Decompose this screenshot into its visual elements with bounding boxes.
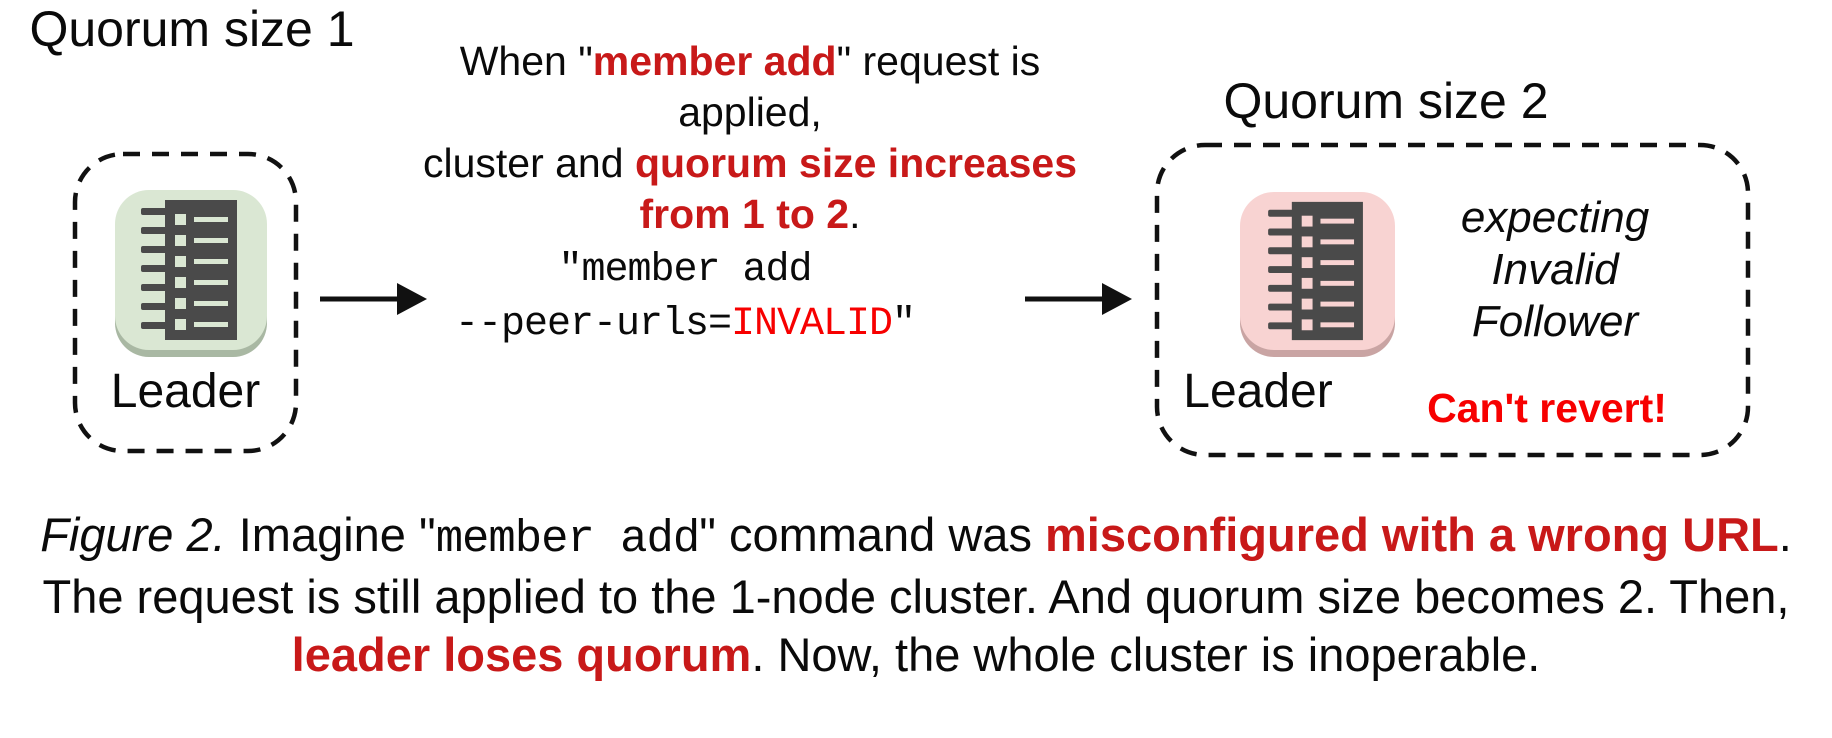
arrow-left-to-command-icon (320, 283, 427, 315)
left-cluster-dashed-box (72, 151, 299, 454)
annotation-text: cluster and (422, 140, 635, 186)
annotation-emphasis: from 1 to 2 (639, 191, 850, 237)
caption-line-3: leader loses quorum. Now, the whole clus… (0, 626, 1832, 684)
caption-text: . Now, the whole cluster is inoperable. (751, 628, 1541, 681)
leader-node-tile-green (115, 190, 267, 350)
caption-line-2: The request is still applied to the 1-no… (42, 570, 1790, 623)
cant-revert-warning: Can't revert! (1427, 385, 1667, 431)
right-cluster-dashed-box (1154, 142, 1751, 458)
expecting-line: Follower (1471, 297, 1639, 346)
leader-node-tile-pink (1240, 192, 1395, 350)
annotation-text: . (849, 191, 861, 237)
caption-text: " command was (699, 508, 1046, 561)
annotation-line-1: When "member add" request is applied, (390, 36, 1110, 138)
right-leader-label: Leader (1183, 365, 1333, 418)
annotation-text: When " (459, 38, 593, 84)
member-add-annotation: When "member add" request is applied, cl… (390, 36, 1110, 240)
command-text: " (892, 302, 916, 347)
annotation-line-2: cluster and quorum size increases (390, 138, 1110, 189)
caption-text: . (1778, 508, 1792, 561)
left-leader-label: Leader (110, 365, 261, 418)
command-line-2: --peer-urls=INVALID" (335, 298, 1035, 352)
figure-caption: Figure 2. Imagine "member add" command w… (0, 506, 1832, 684)
caption-line-1: Figure 2. Imagine "member add" command w… (0, 506, 1832, 568)
expecting-line: Invalid (1491, 245, 1619, 294)
left-cluster-title: Quorum size 1 (29, 1, 355, 57)
caption-emphasis: misconfigured with a wrong URL (1045, 508, 1779, 561)
caption-emphasis: leader loses quorum (291, 628, 752, 681)
caption-text: Imagine " (225, 508, 436, 561)
command-text: --peer-urls= (454, 302, 732, 347)
annotation-text: " request is applied, (678, 38, 1041, 135)
expecting-line: expecting (1460, 193, 1650, 242)
right-cluster-title: Quorum size 2 (1223, 73, 1549, 129)
member-add-command: "member add --peer-urls=INVALID" (335, 244, 1035, 352)
arrow-command-to-right-icon (1025, 283, 1132, 315)
raft-log-ledger-icon (141, 200, 237, 340)
command-line-1: "member add (558, 248, 812, 293)
annotation-emphasis: member add (592, 38, 837, 84)
caption-code: member add (435, 513, 701, 565)
raft-log-ledger-icon (1268, 201, 1363, 341)
figure-label: Figure 2. (40, 508, 226, 561)
annotation-line-3: from 1 to 2. (390, 189, 1110, 240)
annotation-emphasis: quorum size increases (634, 140, 1078, 186)
expecting-invalid-follower-note: expecting Invalid Follower (1405, 192, 1705, 348)
command-invalid-value: INVALID (731, 302, 893, 347)
